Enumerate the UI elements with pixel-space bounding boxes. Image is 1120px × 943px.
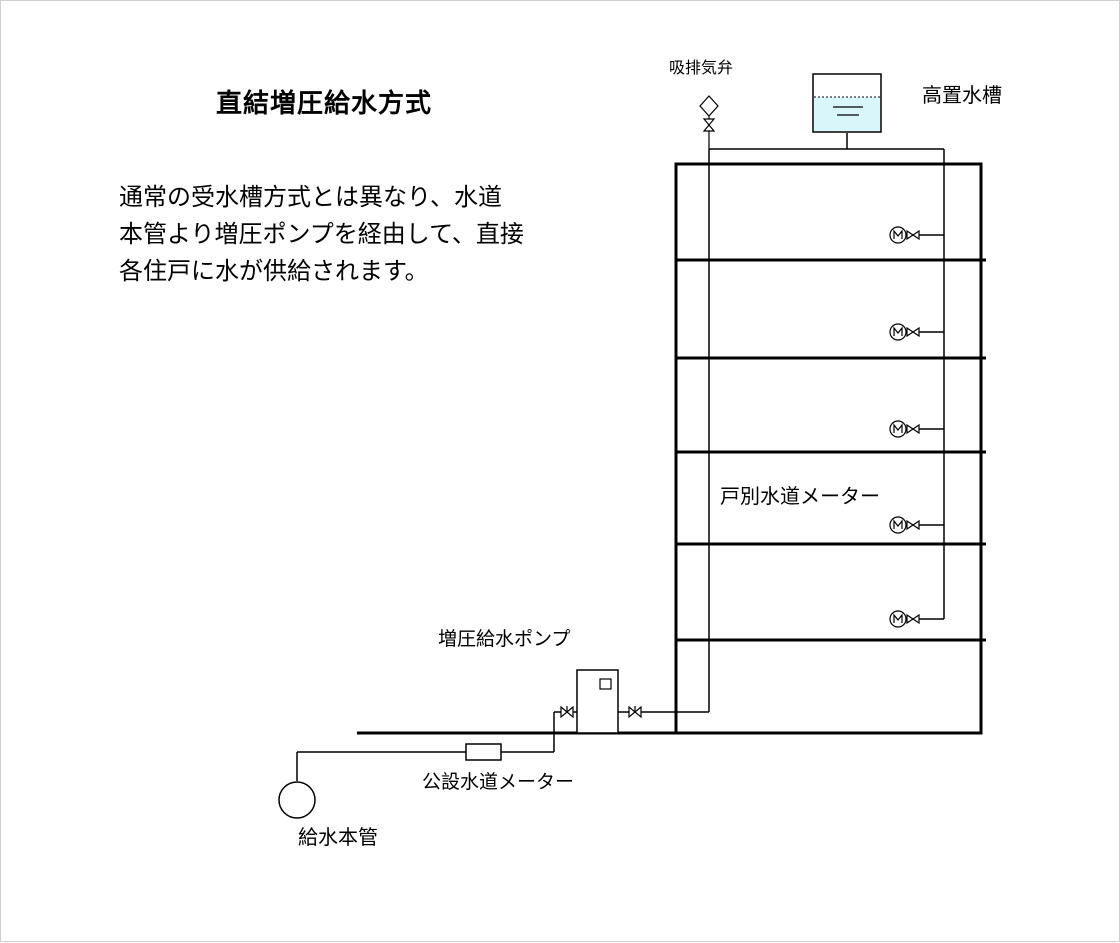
description-line: 通常の受水槽方式とは異なり、水道 bbox=[119, 183, 503, 211]
water-meter-icon bbox=[889, 226, 907, 244]
description: 通常の受水槽方式とは異なり、水道 本管より増圧ポンプを経由して、直接 各住戸に水… bbox=[119, 179, 524, 290]
air-valve-icon bbox=[699, 95, 719, 117]
meter-glyph bbox=[893, 519, 903, 529]
gate-valve-icon bbox=[906, 229, 920, 241]
unit-meter-group bbox=[889, 420, 920, 438]
water-meter-icon bbox=[889, 323, 907, 341]
gate-valve-icon bbox=[906, 613, 920, 625]
meter-glyph bbox=[893, 326, 903, 336]
water-meter-icon bbox=[889, 420, 907, 438]
meter-glyph bbox=[893, 229, 903, 239]
unit-meter-group bbox=[889, 226, 920, 244]
water-main-icon bbox=[278, 781, 316, 819]
building-outline bbox=[674, 162, 983, 735]
unit-meter-group bbox=[889, 610, 920, 628]
gate-valve-icon bbox=[906, 423, 920, 435]
water-meter-icon bbox=[889, 516, 907, 534]
description-line: 本管より増圧ポンプを経由して、直接 bbox=[119, 220, 524, 248]
public-meter-icon bbox=[465, 743, 502, 761]
booster-pump-icon bbox=[576, 669, 619, 734]
water-meter-icon bbox=[889, 610, 907, 628]
unit-meter-label: 戸別水道メーター bbox=[720, 484, 880, 508]
diagram-title: 直結増圧給水方式 bbox=[216, 89, 433, 119]
booster-pump-label: 増圧給水ポンプ bbox=[438, 628, 571, 650]
air-valve-gate-icon bbox=[702, 118, 716, 132]
gate-valve-icon bbox=[906, 326, 920, 338]
gate-valve-icon bbox=[906, 519, 920, 531]
pump-panel-icon bbox=[599, 678, 612, 690]
meter-glyph bbox=[893, 423, 903, 433]
unit-meter-group bbox=[889, 516, 920, 534]
water-main-label: 給水本管 bbox=[298, 825, 378, 849]
air-valve-label: 吸排気弁 bbox=[669, 58, 734, 77]
elevated-tank-label: 高置水槽 bbox=[922, 83, 1002, 107]
meter-glyph bbox=[893, 613, 903, 623]
tank-water bbox=[814, 97, 880, 131]
description-line: 各住戸に水が供給されます。 bbox=[119, 257, 429, 285]
unit-meter-group bbox=[889, 323, 920, 341]
public-meter-label: 公設水道メーター bbox=[422, 771, 575, 793]
